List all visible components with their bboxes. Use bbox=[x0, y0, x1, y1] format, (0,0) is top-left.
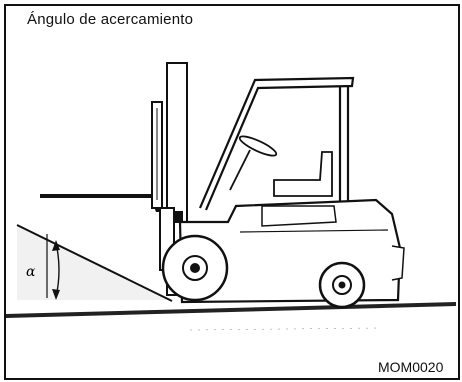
figure-code: MOM0020 bbox=[378, 359, 444, 375]
forks bbox=[40, 194, 160, 212]
figure-title: Ángulo de acercamiento bbox=[27, 11, 194, 28]
front-wheel bbox=[161, 234, 229, 302]
rear-wheel bbox=[318, 261, 366, 309]
ramp bbox=[16, 224, 173, 302]
figure-frame bbox=[4, 4, 460, 380]
angle-label: α bbox=[26, 264, 36, 280]
angle-indicator bbox=[46, 234, 60, 300]
overhead-guard bbox=[198, 76, 355, 211]
ground bbox=[6, 302, 456, 331]
